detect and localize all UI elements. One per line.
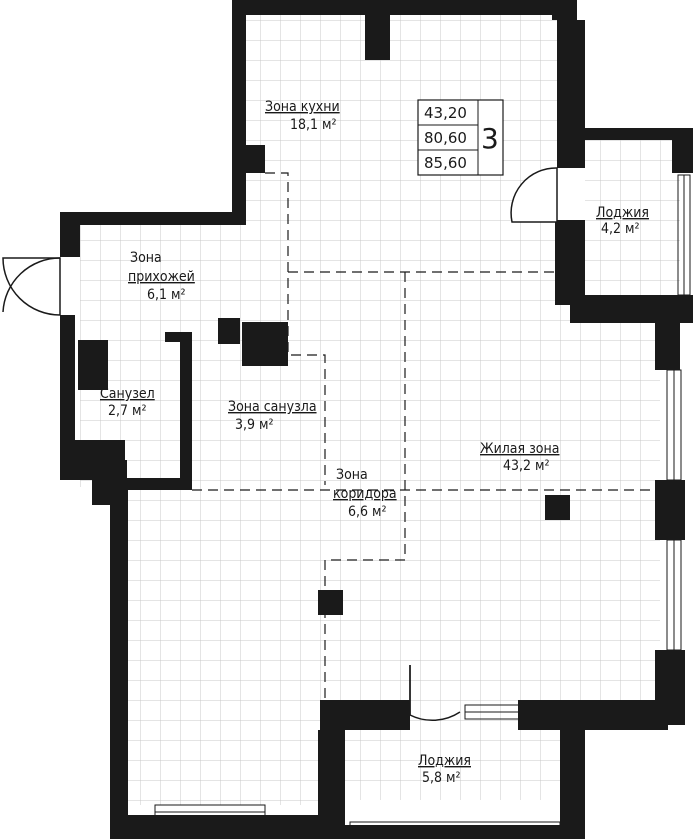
walls (60, 0, 693, 839)
loggia-bottom-name: Лоджия (418, 753, 471, 769)
room-labels: Зона кухни 18,1 м² Зона прихожей 6,1 м² … (100, 99, 649, 786)
total-area-value: 80,60 (424, 129, 467, 147)
kitchen-area: 18,1 м² (290, 117, 337, 133)
kitchen-name: Зона кухни (265, 99, 340, 115)
bathroom-area: 2,7 м² (108, 403, 147, 419)
corridor-area: 6,6 м² (348, 504, 387, 520)
living-name: Жилая зона (480, 441, 559, 457)
total-with-loggia-value: 85,60 (424, 154, 467, 172)
rooms-count: 3 (481, 122, 499, 155)
bathroom-name: Санузел (100, 386, 155, 402)
risers (218, 318, 570, 615)
bath-zone-name: Зона санузла (228, 399, 317, 415)
area-summary-table: 43,20 80,60 85,60 3 (417, 99, 504, 176)
corridor-name-1: Зона (336, 467, 368, 483)
doors (2, 167, 558, 722)
windows (154, 34, 691, 833)
loggia-right-name: Лоджия (596, 205, 649, 221)
hallway-name-1: Зона (130, 250, 162, 266)
living-area-value: 43,20 (424, 104, 467, 122)
hallway-area: 6,1 м² (147, 287, 186, 303)
zone-dashes (192, 172, 655, 705)
hallway-name-2: прихожей (128, 269, 195, 285)
living-area: 43,2 м² (503, 458, 550, 474)
loggia-bottom-area: 5,8 м² (422, 770, 461, 786)
loggia-right-area: 4,2 м² (601, 221, 640, 237)
bath-zone-area: 3,9 м² (235, 417, 274, 433)
corridor-name-2: коридора (333, 486, 397, 502)
